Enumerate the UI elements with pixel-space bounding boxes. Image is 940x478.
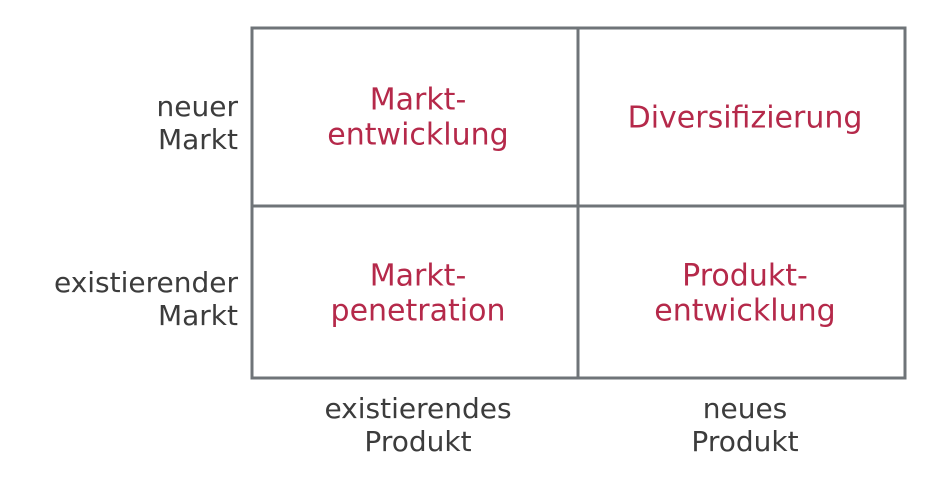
row-label-existing-market-line-1: existierender [53,266,238,299]
cell-market-penetration: Markt- penetration [331,259,506,330]
row-label-existing-market: existierender Markt [54,266,238,332]
row-label-new-market-line-2: Markt [157,123,238,157]
cell-market-development-line-2: entwicklung [327,118,509,153]
cell-market-penetration-line-1: Markt- [369,258,467,294]
cell-diversification: Diversifizierung [628,100,863,135]
row-label-new-market: neuer Markt [157,90,238,156]
row-label-existing-market-line-2: Markt [157,299,238,333]
cell-market-development-line-1: Markt- [369,82,467,118]
cell-market-development: Markt- entwicklung [327,83,508,154]
cell-market-penetration-line-2: penetration [330,294,506,329]
column-label-new-product: neues Produkt [691,392,798,458]
cell-product-development-line-2: entwicklung [654,294,836,329]
column-label-new-product-line-2: Produkt [691,425,799,459]
cell-product-development-line-1: Produkt- [682,258,808,294]
grid-outer-frame [250,26,907,380]
column-label-existing-product-line-1: existierendes [324,392,512,425]
cell-diversification-line-1: Diversifizierung [627,100,863,136]
column-label-existing-product-line-2: Produkt [364,425,472,459]
cell-product-development: Produkt- entwicklung [654,259,835,330]
row-label-new-market-line-1: neuer [156,90,238,123]
column-label-existing-product: existierendes Produkt [324,392,511,458]
column-label-new-product-line-1: neues [702,392,788,425]
